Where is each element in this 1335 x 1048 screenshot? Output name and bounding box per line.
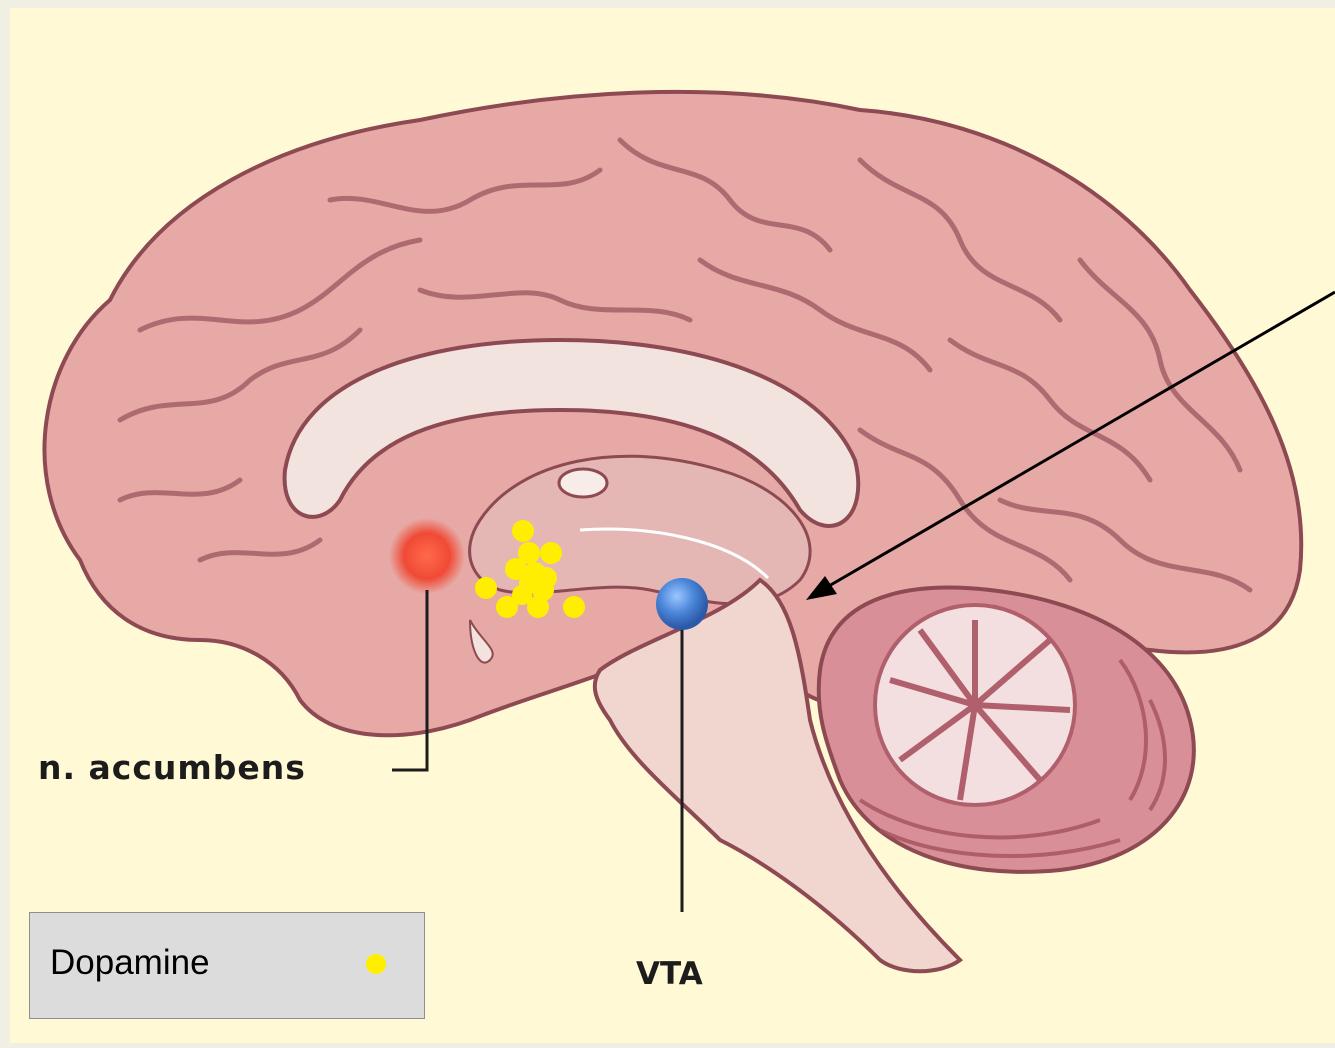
dopamine-dot [475, 577, 497, 599]
dopamine-legend-dot-icon [366, 954, 386, 974]
dopamine-dot [512, 585, 532, 605]
legend-label: Dopamine [50, 943, 210, 983]
dopamine-dot [563, 596, 585, 618]
legend-box: Dopamine [29, 912, 425, 1019]
nucleus-accumbens-label: n. accumbens [38, 748, 306, 787]
vta-label: VTA [636, 956, 703, 992]
vta-marker [656, 578, 708, 630]
nucleus-accumbens-marker [389, 518, 465, 594]
dopamine-dot [540, 542, 562, 564]
dopamine-dot [512, 520, 534, 542]
